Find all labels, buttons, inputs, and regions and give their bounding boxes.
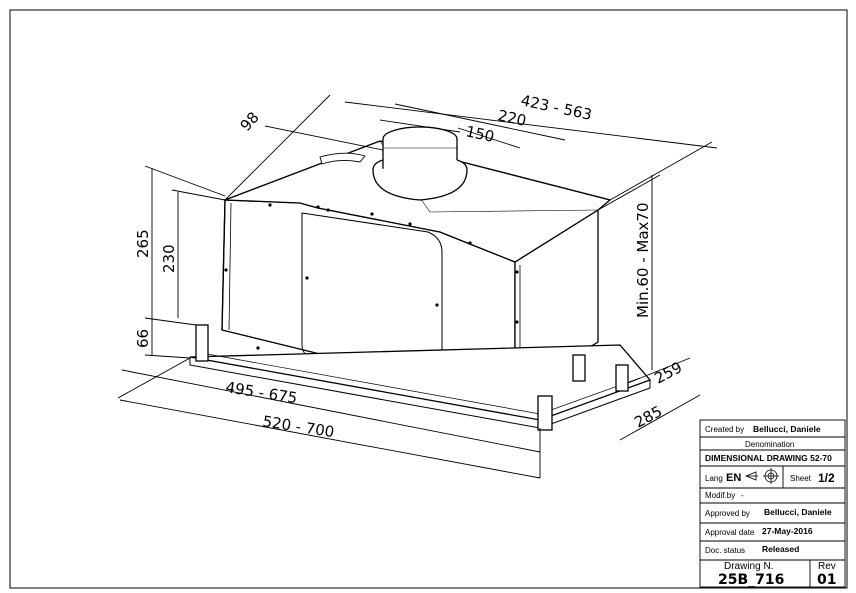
sheet-value: 1/2 xyxy=(818,471,835,485)
title-block xyxy=(699,419,846,588)
denomination-value: DIMENSIONAL DRAWING 52-70 xyxy=(705,453,832,463)
dimension-lines xyxy=(117,94,718,479)
dim-overall-width: 423 - 563 xyxy=(519,91,593,124)
dim-total-depth: 285 xyxy=(631,402,665,431)
rev-value: 01 xyxy=(817,572,836,588)
doc-status-value: Released xyxy=(762,544,799,554)
dim-adjust-height: Min.60 - Max70 xyxy=(634,202,652,318)
sheet-border xyxy=(9,9,848,589)
hood-body xyxy=(189,126,652,431)
dim-inner-width: 220 xyxy=(496,106,528,130)
lang-value: EN xyxy=(726,472,741,484)
drawing-number-value: 25B_716 xyxy=(718,572,784,588)
created-by-label: Created by xyxy=(705,425,744,434)
rev-label: Rev xyxy=(818,561,836,572)
created-by-value: Bellucci, Daniele xyxy=(753,424,821,434)
modif-label: Modif.by xyxy=(705,491,735,500)
modif-value: - xyxy=(741,491,744,500)
denomination-label: Denomination xyxy=(745,440,794,449)
dim-duct-offset: 98 xyxy=(237,108,263,134)
title-block-text: Created by Bellucci, Daniele Denominatio… xyxy=(705,424,836,588)
dim-body-height: 230 xyxy=(160,244,178,273)
projection-symbol-icon xyxy=(744,468,779,484)
drawing-number-label: Drawing N. xyxy=(724,561,773,572)
dim-outer-width: 520 - 700 xyxy=(261,412,335,441)
dim-lower-height: 66 xyxy=(134,329,152,348)
approval-date-value: 27-May-2016 xyxy=(762,526,813,536)
approved-by-label: Approved by xyxy=(705,509,750,518)
sheet-label: Sheet xyxy=(790,474,812,483)
lang-label: Lang xyxy=(705,474,723,483)
dim-base-depth: 259 xyxy=(651,358,685,387)
doc-status-label: Doc. status xyxy=(705,546,745,555)
dim-total-height: 265 xyxy=(134,229,152,258)
approval-date-label: Approval date xyxy=(705,528,755,537)
approved-by-value: Bellucci, Daniele xyxy=(764,507,832,517)
dim-duct-diameter: 150 xyxy=(464,122,496,146)
